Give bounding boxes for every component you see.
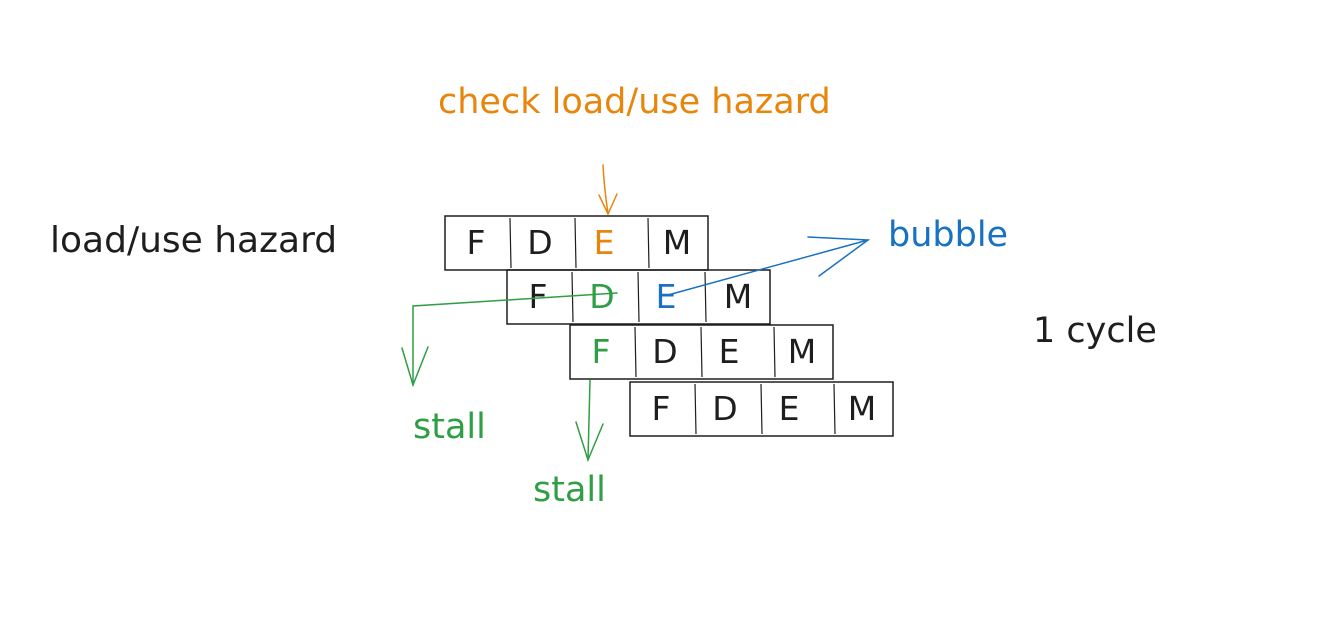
pipeline-row-box bbox=[629, 381, 894, 437]
stage-e: E bbox=[656, 277, 677, 316]
stage-m: M bbox=[724, 277, 752, 316]
stage-divider bbox=[700, 326, 703, 378]
stage-divider bbox=[637, 271, 640, 323]
stage-e: E bbox=[719, 332, 740, 371]
pipeline-row-box bbox=[506, 269, 771, 325]
stage-e: E bbox=[779, 389, 800, 428]
stage-divider bbox=[760, 383, 763, 435]
stage-d: D bbox=[589, 277, 614, 316]
stall-label-1: stall bbox=[413, 407, 486, 447]
stage-f: F bbox=[652, 389, 671, 428]
stage-divider bbox=[773, 326, 776, 378]
pipeline-row-box bbox=[569, 324, 834, 380]
stall-arrow-2 bbox=[575, 379, 604, 463]
cycle-label: 1 cycle bbox=[1033, 311, 1157, 351]
bubble-label: bubble bbox=[888, 215, 1009, 255]
stage-divider bbox=[694, 383, 697, 435]
stage-f: F bbox=[529, 277, 548, 316]
stage-d: D bbox=[712, 389, 737, 428]
bubble-arrow bbox=[667, 236, 871, 296]
stage-m: M bbox=[788, 332, 816, 371]
left-title: load/use hazard bbox=[50, 220, 338, 261]
stage-f: F bbox=[592, 332, 611, 371]
check-arrow bbox=[598, 164, 618, 216]
stage-divider bbox=[704, 271, 707, 323]
stage-f: F bbox=[467, 223, 486, 262]
stall-label-2: stall bbox=[533, 470, 606, 510]
stage-d: D bbox=[652, 332, 677, 371]
stage-e: E bbox=[594, 223, 615, 262]
stage-divider bbox=[571, 271, 574, 323]
stage-m: M bbox=[848, 389, 876, 428]
stage-divider bbox=[509, 217, 512, 269]
stage-divider bbox=[574, 217, 577, 269]
stage-divider bbox=[647, 217, 650, 269]
check-hazard-label: check load/use hazard bbox=[438, 82, 831, 122]
stage-d: D bbox=[527, 223, 552, 262]
stall-arrow-1 bbox=[401, 292, 618, 388]
stage-divider bbox=[833, 383, 836, 435]
stage-m: M bbox=[663, 223, 691, 262]
stage-divider bbox=[634, 326, 637, 378]
